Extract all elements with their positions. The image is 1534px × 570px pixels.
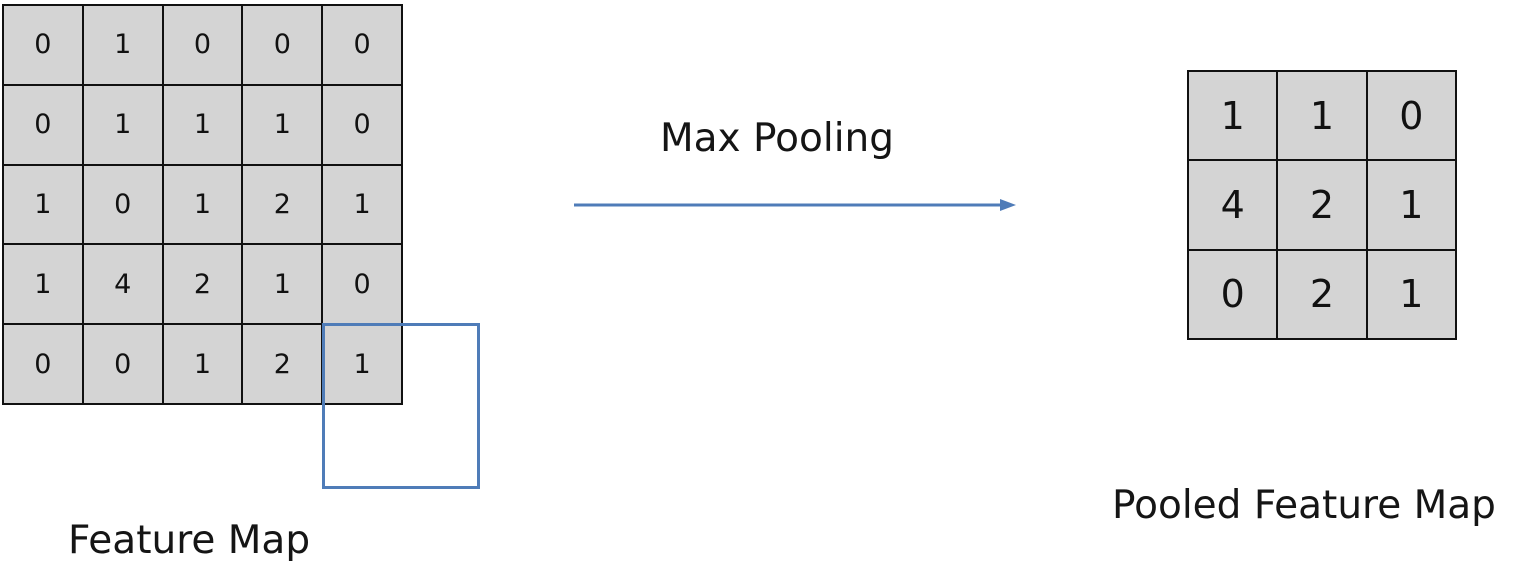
grid-cell: 0 <box>323 245 401 324</box>
grid-cell: 1 <box>163 85 242 164</box>
grid-cell: 0 <box>323 85 401 164</box>
grid-cell: 0 <box>4 85 82 164</box>
grid-cell: 2 <box>243 325 322 403</box>
grid-cell: 1 <box>1278 72 1366 160</box>
grid-cell: 1 <box>1367 250 1455 338</box>
grid-cell: 0 <box>243 6 322 84</box>
right-arrow-icon <box>574 199 1016 211</box>
grid-cell: 0 <box>83 165 162 244</box>
grid-cell: 1 <box>243 85 322 164</box>
grid-cell: 2 <box>1278 250 1366 338</box>
grid-cell: 1 <box>323 325 401 403</box>
grid-cell: 1 <box>4 165 82 244</box>
feature-map-label: Feature Map <box>68 518 311 563</box>
grid-cell: 1 <box>323 165 401 244</box>
grid-cell: 1 <box>1367 161 1455 249</box>
grid-cell: 2 <box>243 165 322 244</box>
grid-cell: 0 <box>163 6 242 84</box>
grid-cell: 1 <box>243 245 322 324</box>
grid-cell: 1 <box>163 165 242 244</box>
grid-cell: 0 <box>1189 250 1277 338</box>
grid-cell: 0 <box>83 325 162 403</box>
grid-cell: 4 <box>1189 161 1277 249</box>
grid-cell: 1 <box>1189 72 1277 160</box>
grid-cell: 1 <box>4 245 82 324</box>
grid-cell: 0 <box>4 6 82 84</box>
grid-cell: 2 <box>163 245 242 324</box>
grid-cell: 2 <box>1278 161 1366 249</box>
grid-cell: 1 <box>163 325 242 403</box>
grid-cell: 4 <box>83 245 162 324</box>
grid-cell: 1 <box>83 85 162 164</box>
pooled-feature-map-label: Pooled Feature Map <box>1112 483 1496 528</box>
grid-cell: 1 <box>83 6 162 84</box>
pooling-window-outline <box>322 323 480 489</box>
grid-cell: 0 <box>1367 72 1455 160</box>
grid-cell: 0 <box>4 325 82 403</box>
grid-cell: 0 <box>323 6 401 84</box>
max-pooling-label: Max Pooling <box>660 116 895 161</box>
